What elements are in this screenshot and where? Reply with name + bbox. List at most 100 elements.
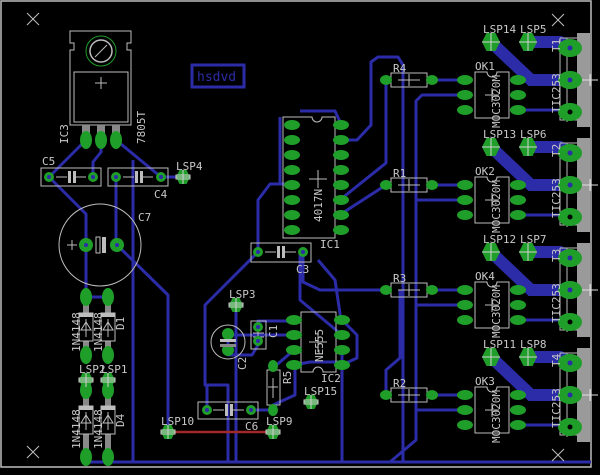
diode-pad[interactable]: [80, 346, 92, 364]
ic-pin-pad[interactable]: [284, 210, 300, 220]
triac-origin: [582, 284, 598, 296]
diode-pad[interactable]: [80, 288, 92, 306]
logo-text: hsdvd: [197, 70, 236, 85]
optocoupler-pin[interactable]: [457, 75, 473, 85]
optocoupler-value: MOC3020M: [490, 180, 503, 233]
resistor-pad[interactable]: [380, 180, 392, 190]
capacitor-c5[interactable]: C5: [40, 155, 102, 187]
optocoupler-pin[interactable]: [457, 195, 473, 205]
pad-crosshair-icon: [519, 243, 537, 261]
optocoupler-pin[interactable]: [510, 180, 526, 190]
optocoupler-pin[interactable]: [457, 105, 473, 115]
ic-pin-pad[interactable]: [284, 195, 300, 205]
optocoupler-pin[interactable]: [457, 90, 473, 100]
ic-pin-pad[interactable]: [333, 150, 349, 160]
c6-label: C6: [245, 420, 258, 433]
optocoupler-pin[interactable]: [510, 105, 526, 115]
ic2-ne555[interactable]: NE555 IC2: [286, 311, 350, 385]
optocoupler-pin[interactable]: [510, 285, 526, 295]
lsp-label: LSP7: [520, 233, 547, 246]
optocoupler-pin[interactable]: [510, 315, 526, 325]
ic-pin-pad[interactable]: [333, 210, 349, 220]
capacitor-c4[interactable]: C4: [107, 167, 169, 201]
optocoupler-pin[interactable]: [510, 75, 526, 85]
optocoupler-pin[interactable]: [457, 300, 473, 310]
diode-pad[interactable]: [102, 448, 114, 466]
ic-pin-pad[interactable]: [334, 330, 350, 340]
resistor-pad[interactable]: [426, 390, 438, 400]
ic-pin-pad[interactable]: [286, 330, 302, 340]
ic1-4017n[interactable]: 4017N IC1: [282, 116, 349, 251]
optocoupler-pin[interactable]: [510, 405, 526, 415]
capacitor-c1[interactable]: C1: [250, 320, 280, 350]
resistor-pad[interactable]: [380, 285, 392, 295]
optocoupler-pin[interactable]: [510, 195, 526, 205]
triac-origin: [582, 389, 598, 401]
optocoupler-pin[interactable]: [457, 210, 473, 220]
ic-pin-pad[interactable]: [286, 315, 302, 325]
optocoupler-pin[interactable]: [510, 90, 526, 100]
ic-pin-pad[interactable]: [284, 135, 300, 145]
diode-pad[interactable]: [80, 448, 92, 466]
logo-box: [190, 63, 246, 89]
resistor-pad[interactable]: [426, 180, 438, 190]
ic-pin-pad[interactable]: [284, 150, 300, 160]
ic-pin-pad[interactable]: [284, 225, 300, 235]
power-trace: [486, 247, 570, 296]
optocoupler-pin[interactable]: [457, 420, 473, 430]
optocoupler-pin[interactable]: [457, 390, 473, 400]
regulator-ic3[interactable]: IC3 7805T: [58, 30, 148, 149]
resistor-pad[interactable]: [426, 285, 438, 295]
optocoupler-pin[interactable]: [510, 300, 526, 310]
diode-band: [79, 406, 93, 410]
resistor-r5[interactable]: R5: [266, 360, 294, 416]
pad-crosshair-icon: [161, 425, 175, 439]
resistor-pad[interactable]: [380, 390, 392, 400]
capacitor-c7[interactable]: C7: [58, 203, 151, 287]
capacitor-c2[interactable]: C2: [210, 324, 249, 370]
solder-points[interactable]: [78, 170, 319, 439]
ic-pin-pad[interactable]: [333, 225, 349, 235]
lsp4-label: LSP4: [176, 160, 203, 173]
ic-pin-pad[interactable]: [334, 315, 350, 325]
diode-pad[interactable]: [102, 288, 114, 306]
ic-pin-pad[interactable]: [284, 120, 300, 130]
optocoupler-origin: [485, 403, 499, 417]
optocoupler-pin[interactable]: [457, 315, 473, 325]
optocoupler-pin[interactable]: [510, 390, 526, 400]
ic-pin-pad[interactable]: [284, 180, 300, 190]
optocoupler-pin[interactable]: [457, 180, 473, 190]
ic-pin-pad[interactable]: [333, 195, 349, 205]
traces: [47, 55, 591, 464]
resistor-pad[interactable]: [380, 75, 392, 85]
resistor-pad[interactable]: [426, 75, 438, 85]
diode-symbol-icon: [102, 319, 114, 337]
lsp-label: LSP8: [520, 338, 547, 351]
diode-pad[interactable]: [102, 346, 114, 364]
ic-pin-pad[interactable]: [334, 360, 350, 370]
pad-crosshair-icon: [482, 33, 500, 51]
ic-pin-pad[interactable]: [333, 135, 349, 145]
optocoupler-pin[interactable]: [457, 405, 473, 415]
ic-pin-pad[interactable]: [333, 165, 349, 175]
diode-band: [101, 313, 115, 317]
optocoupler-pin[interactable]: [457, 285, 473, 295]
ic-pin-pad[interactable]: [284, 165, 300, 175]
optocoupler-pin[interactable]: [510, 420, 526, 430]
ic-pin-pad[interactable]: [286, 360, 302, 370]
ic-pin-pad[interactable]: [334, 345, 350, 355]
ic-pin-pad[interactable]: [286, 345, 302, 355]
triac-name: T1: [550, 39, 563, 52]
capacitor-c6[interactable]: C6: [197, 401, 259, 433]
optocoupler-pin[interactable]: [510, 210, 526, 220]
capacitor-c3[interactable]: C3: [250, 242, 312, 276]
resistor-label: R2: [393, 377, 406, 390]
ic-pin-pad[interactable]: [333, 180, 349, 190]
ic-pin-pad[interactable]: [333, 120, 349, 130]
optocoupler-origin: [485, 193, 499, 207]
